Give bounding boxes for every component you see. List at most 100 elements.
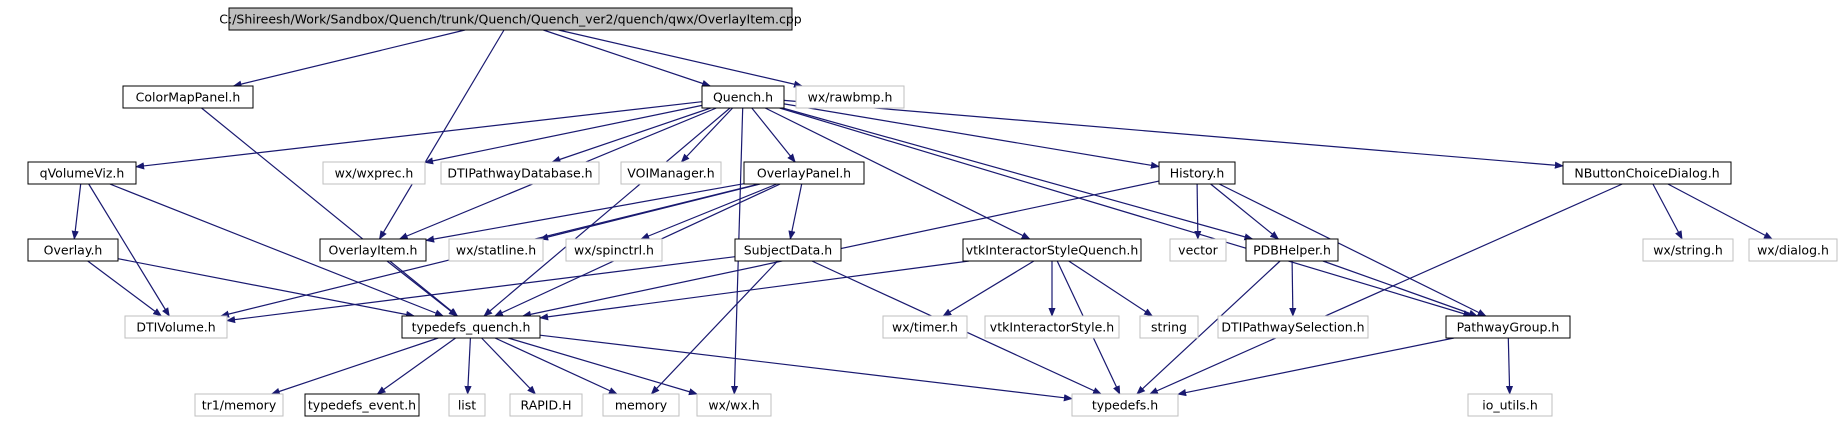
node-box-voimanager: [620, 161, 722, 185]
node-pathwaygroup[interactable]: PathwayGroup.h: [1445, 315, 1571, 339]
node-box-overlaypanel[interactable]: [743, 161, 865, 185]
node-box-vector: [1169, 238, 1227, 262]
node-box-list: [448, 393, 486, 417]
node-colormappanel[interactable]: ColorMapPanel.h: [122, 85, 254, 109]
node-box-spinctrl: [565, 238, 663, 262]
node-vtkisq[interactable]: vtkInteractorStyleQuench.h: [962, 238, 1142, 262]
edge-pdbhelper-to-typedefs: [1136, 260, 1281, 395]
node-box-string: [1139, 315, 1199, 339]
node-box-typedefsq[interactable]: [401, 315, 541, 339]
node-label-wxwx: wx/wx.h: [708, 398, 759, 413]
node-label-statline: wx/statline.h: [456, 243, 536, 258]
node-label-quench: Quench.h: [713, 90, 773, 105]
node-label-memory: memory: [615, 398, 668, 413]
edge-overlaypanel-to-spinctrl: [640, 183, 778, 240]
node-box-overlayitem[interactable]: [319, 238, 427, 262]
node-box-dtivolume: [124, 315, 228, 339]
edge-overlay-to-typedefsq: [117, 258, 415, 318]
node-label-rawbmp: wx/rawbmp.h: [808, 90, 893, 105]
node-box-history[interactable]: [1158, 161, 1236, 185]
node-nbutton[interactable]: NButtonChoiceDialog.h: [1562, 161, 1732, 185]
node-box-overlay[interactable]: [27, 238, 119, 262]
edge-qvolumeviz-to-overlay: [71, 183, 82, 240]
edge-overlaypanel-to-overlayitem: [425, 183, 745, 243]
edge-quench-to-vtkisq: [764, 107, 1031, 240]
edge-typedefsq-to-typedefs: [539, 334, 1073, 402]
node-string: string: [1139, 315, 1199, 339]
node-pdbhelper[interactable]: PDBHelper.h: [1245, 238, 1339, 262]
edge-qvolumeviz-to-typedefsq: [109, 183, 445, 317]
edge-nbutton-to-wxdialog: [1667, 183, 1773, 240]
edge-quench-to-pdbhelper: [782, 107, 1254, 241]
node-label-overlaypanel: OverlayPanel.h: [757, 166, 851, 181]
edge-nbutton-to-typedefs: [1148, 183, 1623, 395]
node-root[interactable]: C:/Shireesh/Work/Sandbox/Quench/trunk/Qu…: [219, 7, 802, 31]
node-quench[interactable]: Quench.h: [701, 85, 785, 109]
edge-history-to-pdbhelper: [1210, 183, 1280, 240]
edge-quench-to-voimanager: [680, 107, 734, 163]
node-wxtimer: wx/timer.h: [882, 315, 968, 339]
node-label-qvolumeviz: qVolumeViz.h: [40, 166, 125, 181]
node-label-vtkis: vtkInteractorStyle.h: [990, 320, 1114, 335]
node-label-wxprec: wx/wxprec.h: [335, 166, 414, 181]
edge-typedefsq-to-typedefsevent: [376, 337, 456, 395]
edge-typedefsq-to-list: [464, 337, 472, 395]
node-overlaypanel[interactable]: OverlayPanel.h: [743, 161, 865, 185]
node-label-typedefsevent: typedefs_event.h: [308, 398, 416, 413]
edge-quench-to-overlaypanel: [751, 107, 796, 163]
node-vector: vector: [1169, 238, 1227, 262]
node-tr1memory: tr1/memory: [194, 393, 284, 417]
node-box-dtipathsel: [1217, 315, 1369, 339]
edge-qvolumeviz-to-dtivolume: [88, 183, 170, 317]
node-subjectdata[interactable]: SubjectData.h: [734, 238, 842, 262]
node-label-wxtimer: wx/timer.h: [892, 320, 958, 335]
edge-overlaypanel-to-subjectdata: [788, 183, 803, 240]
node-box-nbutton[interactable]: [1562, 161, 1732, 185]
node-list: list: [448, 393, 486, 417]
edge-vtkisq-to-typedefsq: [539, 260, 970, 321]
node-box-colormappanel[interactable]: [122, 85, 254, 109]
node-box-ioutils: [1467, 393, 1553, 417]
node-typedefsevent[interactable]: typedefs_event.h: [304, 393, 420, 417]
edge-subjectdata-to-memory: [650, 260, 779, 395]
node-dtivolume: DTIVolume.h: [124, 315, 228, 339]
node-voimanager: VOIManager.h: [620, 161, 722, 185]
node-label-root: C:/Shireesh/Work/Sandbox/Quench/trunk/Qu…: [219, 12, 801, 27]
node-box-pathwaygroup[interactable]: [1445, 315, 1571, 339]
node-box-pdbhelper[interactable]: [1245, 238, 1339, 262]
node-label-history: History.h: [1170, 166, 1225, 181]
node-overlay[interactable]: Overlay.h: [27, 238, 119, 262]
node-box-root[interactable]: [228, 7, 793, 31]
edge-root-to-colormappanel: [232, 29, 466, 88]
edge-quench-to-dtipathwaydb: [551, 107, 711, 163]
edge-typedefsq-to-wxwx: [507, 337, 698, 396]
node-dtipathwaydb: DTIPathwayDatabase.h: [440, 161, 600, 185]
node-vtkis: vtkInteractorStyle.h: [984, 315, 1120, 339]
node-qvolumeviz[interactable]: qVolumeViz.h: [27, 161, 137, 185]
edge-vtkisq-to-wxtimer: [942, 260, 1035, 317]
edge-history-to-vector: [1194, 183, 1202, 240]
node-label-vector: vector: [1178, 243, 1219, 258]
node-box-vtkisq[interactable]: [962, 238, 1142, 262]
nodes-layer: C:/Shireesh/Work/Sandbox/Quench/trunk/Qu…: [27, 7, 1838, 417]
node-typedefsq[interactable]: typedefs_quench.h: [401, 315, 541, 339]
node-box-subjectdata[interactable]: [734, 238, 842, 262]
edge-subjectdata-to-dtivolume: [226, 256, 736, 324]
node-label-wxstring: wx/string.h: [1653, 243, 1723, 258]
node-box-typedefsevent[interactable]: [304, 393, 420, 417]
node-box-wxtimer: [882, 315, 968, 339]
node-label-vtkisq: vtkInteractorStyleQuench.h: [966, 243, 1139, 258]
edge-pdbhelper-to-pathwaygroup: [1322, 260, 1478, 317]
node-label-pdbhelper: PDBHelper.h: [1253, 243, 1331, 258]
node-box-memory: [602, 393, 680, 417]
node-label-subjectdata: SubjectData.h: [744, 243, 832, 258]
node-overlayitem[interactable]: OverlayItem.h: [319, 238, 427, 262]
node-dtipathsel: DTIPathwaySelection.h: [1217, 315, 1369, 339]
node-statline: wx/statline.h: [448, 238, 544, 262]
edge-typedefsq-to-tr1memory: [270, 337, 439, 395]
node-history[interactable]: History.h: [1158, 161, 1236, 185]
node-box-qvolumeviz[interactable]: [27, 161, 137, 185]
edge-vtkisq-to-string: [1068, 260, 1154, 317]
node-box-typedefs: [1071, 393, 1179, 417]
node-box-quench[interactable]: [701, 85, 785, 109]
